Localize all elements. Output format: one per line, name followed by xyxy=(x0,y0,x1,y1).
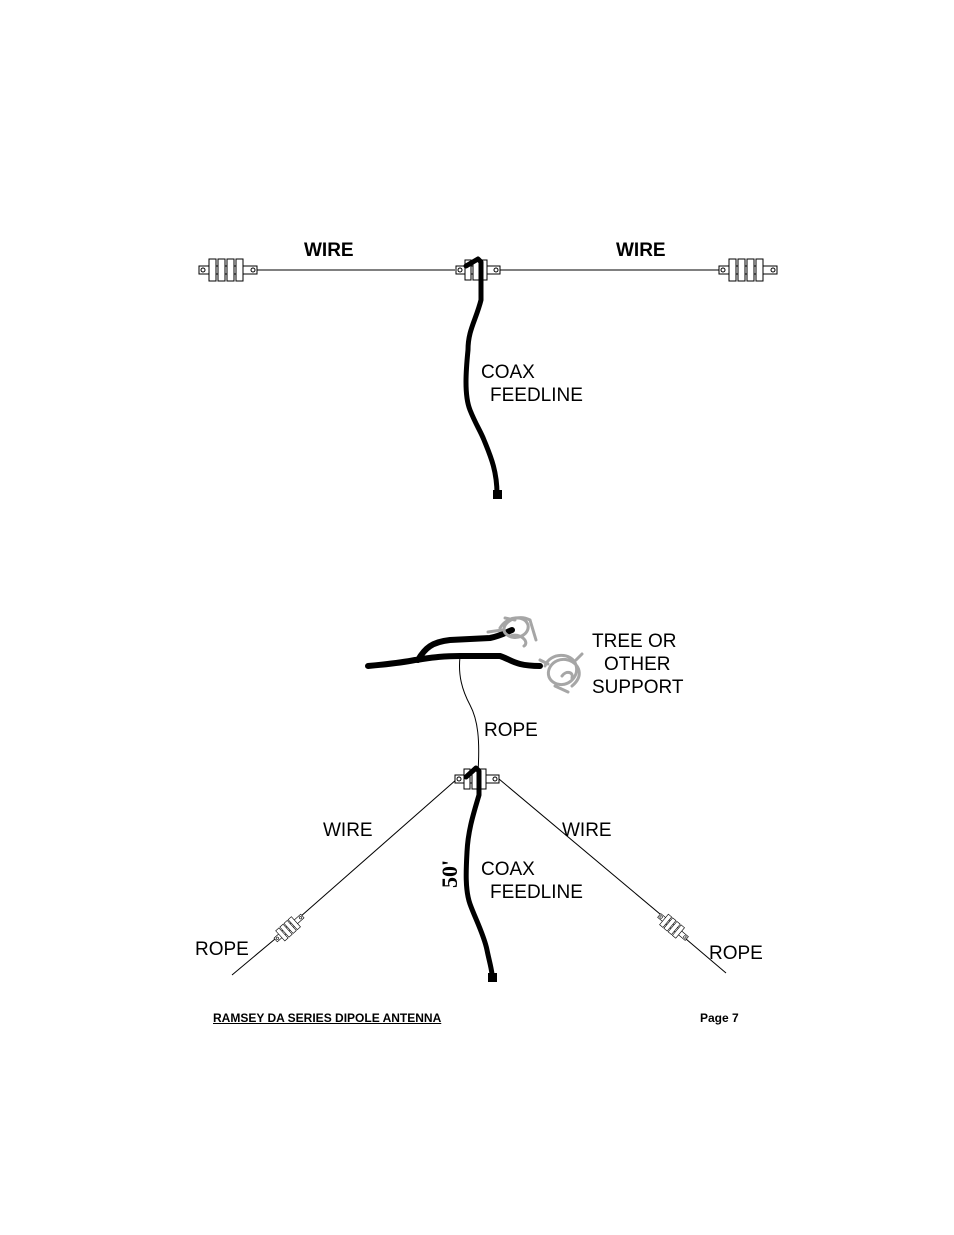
end-insulator-left xyxy=(270,910,308,946)
figure-inverted-v: TREE OR OTHER SUPPORT ROPE WIRE WIRE COA… xyxy=(195,616,763,982)
tree-foliage-lower xyxy=(538,652,584,694)
rope-right-line xyxy=(685,938,727,974)
coax-connector xyxy=(493,490,502,499)
wire-label-left: WIRE xyxy=(323,820,373,841)
figure-horizontal-dipole: WIRE WIRE COAX FEEDLINE xyxy=(198,240,778,499)
coax-feedline xyxy=(463,256,500,497)
rope-to-support xyxy=(459,656,480,773)
coax-feedline xyxy=(463,765,495,977)
rope-label-left: ROPE xyxy=(195,939,249,960)
support-label-line3: SUPPORT xyxy=(592,677,684,698)
rope-label-right: ROPE xyxy=(709,943,763,964)
wire-left-line xyxy=(299,778,458,918)
coax-label: COAX xyxy=(481,362,535,383)
wire-label-right: WIRE xyxy=(562,820,612,841)
wire-right-line xyxy=(498,778,661,915)
tree-branch xyxy=(365,653,543,669)
rope-label-top: ROPE xyxy=(484,720,538,741)
height-label: 50' xyxy=(437,860,462,888)
end-insulator-right xyxy=(654,909,692,945)
end-insulator-right xyxy=(718,258,778,282)
footer-title: RAMSEY DA SERIES DIPOLE ANTENNA xyxy=(213,1011,442,1025)
wire-label-right: WIRE xyxy=(616,240,666,261)
support-label-line1: TREE OR xyxy=(592,631,676,652)
coax-label: COAX xyxy=(481,859,535,880)
coax-connector xyxy=(488,973,497,982)
feedline-label: FEEDLINE xyxy=(490,385,583,406)
wire-label-left: WIRE xyxy=(304,240,354,261)
end-insulator-left xyxy=(198,258,258,282)
center-insulator xyxy=(455,259,501,281)
rope-left-line xyxy=(231,938,276,976)
tree-foliage-upper xyxy=(486,616,538,648)
feedline-label: FEEDLINE xyxy=(490,882,583,903)
support-label-line2: OTHER xyxy=(604,654,671,675)
page-number: Page 7 xyxy=(700,1011,739,1025)
